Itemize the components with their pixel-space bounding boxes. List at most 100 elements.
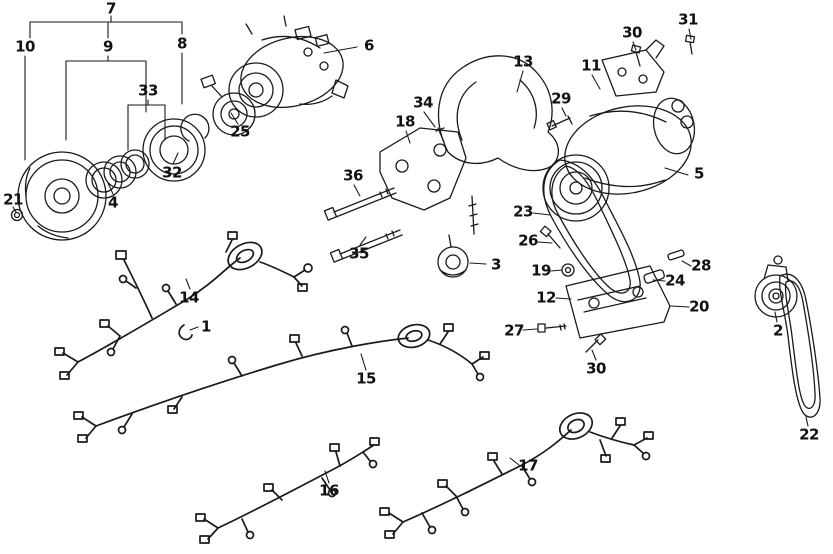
callout-35: 35 [349, 244, 369, 263]
compressor-5-art [542, 34, 696, 222]
ring-terminal-icon [118, 274, 128, 284]
ring-terminal-icon [106, 347, 116, 357]
leader-line [360, 353, 367, 371]
connector-icon [297, 283, 308, 292]
bracket-shroud-art [379, 55, 559, 278]
ring-terminal-icon [227, 355, 237, 365]
ring-terminal-icon [303, 263, 313, 273]
leader-line [670, 305, 690, 308]
callout-15: 15 [356, 369, 376, 388]
connector-icon [443, 323, 454, 332]
callout-5: 5 [694, 164, 704, 183]
leader-line [185, 278, 191, 290]
leader-line [509, 457, 520, 466]
connector-icon [643, 431, 654, 440]
connector-icon [437, 479, 448, 488]
connector-icon [227, 231, 238, 240]
leader-line [469, 262, 487, 265]
callout-14: 14 [179, 288, 199, 307]
ring-terminal-icon [527, 477, 537, 487]
callout-26: 26 [518, 231, 538, 250]
ring-terminal-icon [427, 525, 437, 535]
leader-line [522, 328, 538, 331]
callout-29: 29 [551, 89, 571, 108]
connector-icon [329, 443, 340, 452]
connector-icon [167, 405, 178, 414]
callout-9: 9 [103, 37, 113, 56]
callout-3: 3 [491, 255, 501, 274]
leader-line [681, 260, 692, 267]
callout-32: 32 [162, 163, 182, 182]
callout-36: 36 [343, 166, 363, 185]
callout-31: 31 [678, 10, 698, 29]
leader-line [107, 182, 114, 195]
callout-20: 20 [689, 297, 709, 316]
leader-line [324, 470, 330, 484]
callout-19: 19 [531, 261, 551, 280]
ring-terminal-icon [245, 530, 255, 540]
leader-line [664, 167, 689, 176]
callout-7: 7 [106, 0, 116, 18]
leader-line [591, 74, 601, 90]
leader-line [652, 279, 666, 282]
connector-icon [263, 483, 274, 492]
wiring-harness-art [54, 231, 654, 544]
callout-25: 25 [230, 122, 250, 141]
leader-line [323, 46, 358, 54]
callout-2: 2 [773, 321, 783, 340]
connector-icon [487, 452, 498, 461]
connector-icon [54, 347, 65, 356]
connector-icon [384, 530, 395, 539]
connector-icon [379, 507, 390, 516]
callout-33: 33 [138, 81, 158, 100]
long-bolts-art [323, 187, 403, 263]
callout-12: 12 [536, 288, 556, 307]
ring-terminal-icon [641, 451, 651, 461]
connector-icon [59, 371, 70, 380]
callout-6: 6 [364, 36, 374, 55]
callout-4: 4 [108, 193, 118, 212]
wire-clip-icon [178, 324, 193, 341]
leader-line [561, 107, 567, 117]
leader-line [537, 241, 553, 244]
callout-17: 17 [518, 456, 538, 475]
annotation-lines [12, 15, 809, 484]
leader-line [550, 269, 563, 272]
callout-10: 10 [15, 37, 35, 56]
connector-icon [77, 434, 88, 443]
leader-line [688, 28, 692, 40]
ring-terminal-icon [368, 459, 378, 469]
callout-23: 23 [513, 202, 533, 221]
connector-icon [369, 437, 380, 446]
leader-line [189, 326, 199, 331]
connector-icon [479, 351, 490, 360]
leader-line [230, 112, 239, 125]
leader-line [805, 416, 809, 427]
compressor-6-art [228, 15, 349, 118]
leader-line [516, 70, 524, 93]
ring-terminal-icon [161, 283, 171, 293]
leader-line [555, 297, 572, 300]
belt-23-art [543, 159, 641, 303]
connector-icon [99, 319, 110, 328]
ring-terminal-icon [340, 325, 350, 335]
ring-terminal-icon [117, 425, 127, 435]
leader-line [353, 184, 361, 197]
callout-22: 22 [799, 425, 819, 444]
leader-line [591, 349, 597, 361]
callout-30: 30 [622, 23, 642, 42]
callout-11: 11 [581, 56, 601, 75]
connector-icon [600, 454, 611, 463]
leader-line [532, 212, 551, 216]
callout-13: 13 [513, 52, 533, 71]
leader-line [172, 152, 179, 165]
callout-21: 21 [3, 190, 23, 209]
leader-line [405, 130, 411, 144]
ring-terminal-icon [475, 372, 485, 382]
callout-34: 34 [413, 93, 433, 112]
ring-terminal-icon [327, 488, 337, 498]
callout-1: 1 [201, 317, 211, 336]
leader-line [12, 206, 17, 213]
